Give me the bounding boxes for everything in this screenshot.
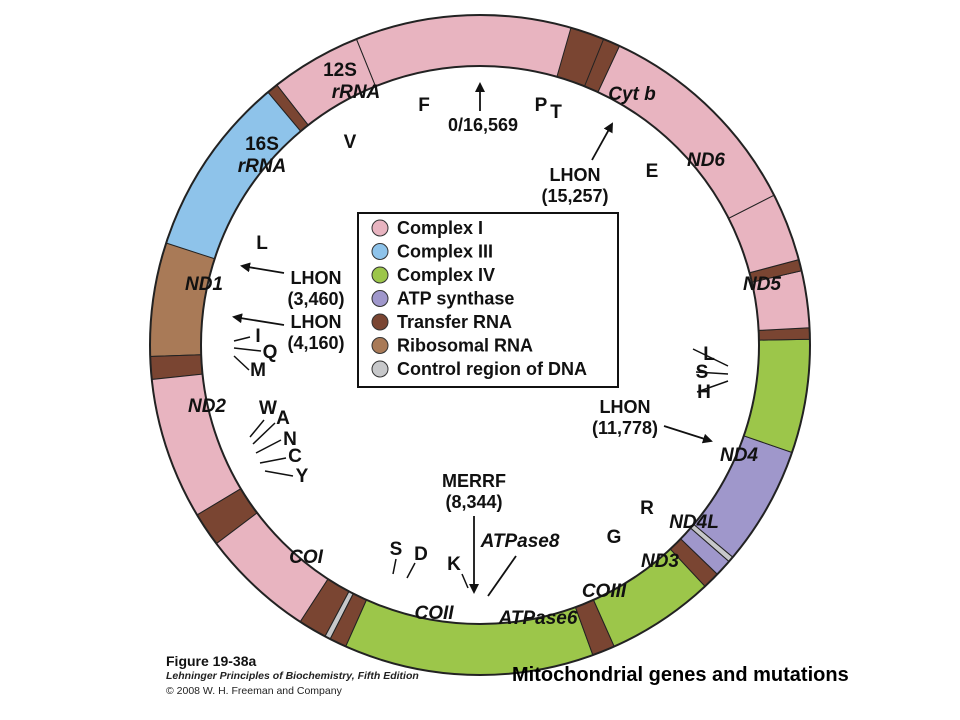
merrf-pos: (8,344) bbox=[445, 492, 502, 512]
legend-label: Complex I bbox=[397, 218, 483, 238]
label-coii: COII bbox=[414, 603, 454, 624]
lhon-3460-name: LHON bbox=[291, 268, 342, 288]
trna-p: P bbox=[535, 95, 548, 116]
lhon-11778-arrow bbox=[663, 425, 713, 444]
trna-t: T bbox=[550, 102, 562, 123]
trna-letters: F V L I Q M W A N C Y S D K G R L S H E … bbox=[250, 95, 715, 575]
annotation-arrows bbox=[232, 82, 713, 597]
label-nd4l: ND4L bbox=[669, 512, 719, 533]
legend-label: Control region of DNA bbox=[397, 359, 587, 379]
trna-leader-lines bbox=[233, 336, 729, 589]
trna-i: I bbox=[255, 326, 260, 347]
legend-swatch bbox=[371, 360, 389, 378]
segment-nd4 bbox=[597, 45, 775, 220]
legend-label: Ribosomal RNA bbox=[397, 336, 533, 356]
origin-label: 0/16,569 bbox=[448, 115, 518, 135]
ring-outer-edge bbox=[149, 14, 811, 676]
ring-inner-edge bbox=[200, 65, 760, 625]
trna-l-2: L bbox=[703, 344, 715, 365]
legend-swatch bbox=[371, 243, 389, 260]
legend-label: ATP synthase bbox=[397, 289, 514, 309]
trna-h: H bbox=[697, 382, 711, 403]
legend: Complex I Complex III Complex IV ATP syntha… bbox=[357, 212, 619, 388]
trna-f: F bbox=[418, 95, 430, 116]
legend-swatch bbox=[371, 266, 389, 284]
lhon-4160-arrow bbox=[232, 313, 285, 326]
lhon-15257-arrow bbox=[591, 122, 613, 161]
label-cyt-b: Cyt b bbox=[608, 84, 656, 105]
legend-label: Complex IV bbox=[397, 265, 495, 285]
trna-c: C bbox=[288, 446, 302, 467]
trna-n: N bbox=[283, 429, 297, 450]
trna-r: R bbox=[640, 498, 654, 519]
label-nd6: ND6 bbox=[687, 150, 725, 171]
legend-label: Complex III bbox=[397, 242, 493, 262]
trna-s-1: S bbox=[390, 539, 403, 560]
lhon-4160-name: LHON bbox=[291, 312, 342, 332]
annotations: 0/16,569 LHON (3,460) LHON (4,160) LHON … bbox=[287, 115, 658, 552]
trna-l-1: L bbox=[256, 233, 268, 254]
lhon-11778-pos: (11,778) bbox=[592, 418, 658, 438]
label-nd2: ND2 bbox=[188, 396, 226, 417]
lhon-3460-pos: (3,460) bbox=[287, 289, 344, 309]
legend-swatch bbox=[371, 219, 389, 237]
trna-w: W bbox=[259, 398, 277, 419]
trna-g: G bbox=[607, 527, 622, 548]
trna-k: K bbox=[447, 554, 461, 575]
copyright: © 2008 W. H. Freeman and Company bbox=[166, 685, 342, 697]
atpase8-leader bbox=[487, 555, 517, 597]
legend-swatch bbox=[371, 337, 389, 354]
label-12s-rrna-line2: rRNA bbox=[332, 82, 381, 103]
trna-a: A bbox=[276, 408, 290, 429]
lhon-15257-name: LHON bbox=[550, 165, 601, 185]
label-atpase6: ATPase6 bbox=[498, 608, 578, 629]
trna-y: Y bbox=[296, 466, 309, 487]
lhon-3460-arrow bbox=[240, 262, 285, 274]
label-coiii: COIII bbox=[582, 581, 627, 602]
lhon-15257-pos: (15,257) bbox=[541, 186, 608, 206]
trna-e: E bbox=[646, 161, 659, 182]
label-nd5: ND5 bbox=[743, 274, 781, 295]
figure-number: Figure 19-38a bbox=[166, 653, 257, 669]
trna-q: Q bbox=[263, 342, 278, 363]
label-nd1: ND1 bbox=[185, 274, 223, 295]
caption: Mitochondrial genes and mutations bbox=[512, 664, 849, 686]
label-coi: COI bbox=[289, 547, 324, 568]
trna-v: V bbox=[344, 132, 357, 153]
label-12s-rrna-line1: 12S bbox=[323, 60, 357, 81]
book-title: Lehninger Principles of Biochemistry, Fi… bbox=[166, 670, 419, 682]
legend-swatch bbox=[371, 290, 389, 307]
trna-m: M bbox=[250, 360, 266, 381]
lhon-11778-name: LHON bbox=[600, 397, 651, 417]
legend-box bbox=[357, 212, 619, 388]
atpase8-label: ATPase8 bbox=[480, 531, 560, 552]
gene-labels: 12S rRNA 16S rRNA ND1 ND2 COI COII ATPas… bbox=[185, 60, 781, 629]
genome-ring bbox=[149, 14, 811, 676]
label-nd3: ND3 bbox=[641, 551, 679, 572]
lhon-4160-pos: (4,160) bbox=[287, 333, 344, 353]
trna-d: D bbox=[414, 544, 428, 565]
label-16s-rrna-line2: rRNA bbox=[238, 156, 287, 177]
legend-label: Transfer RNA bbox=[397, 312, 512, 332]
legend-swatch bbox=[371, 313, 389, 331]
merrf-name: MERRF bbox=[442, 471, 506, 491]
label-nd4: ND4 bbox=[720, 445, 758, 466]
label-16s-rrna-line1: 16S bbox=[245, 134, 279, 155]
